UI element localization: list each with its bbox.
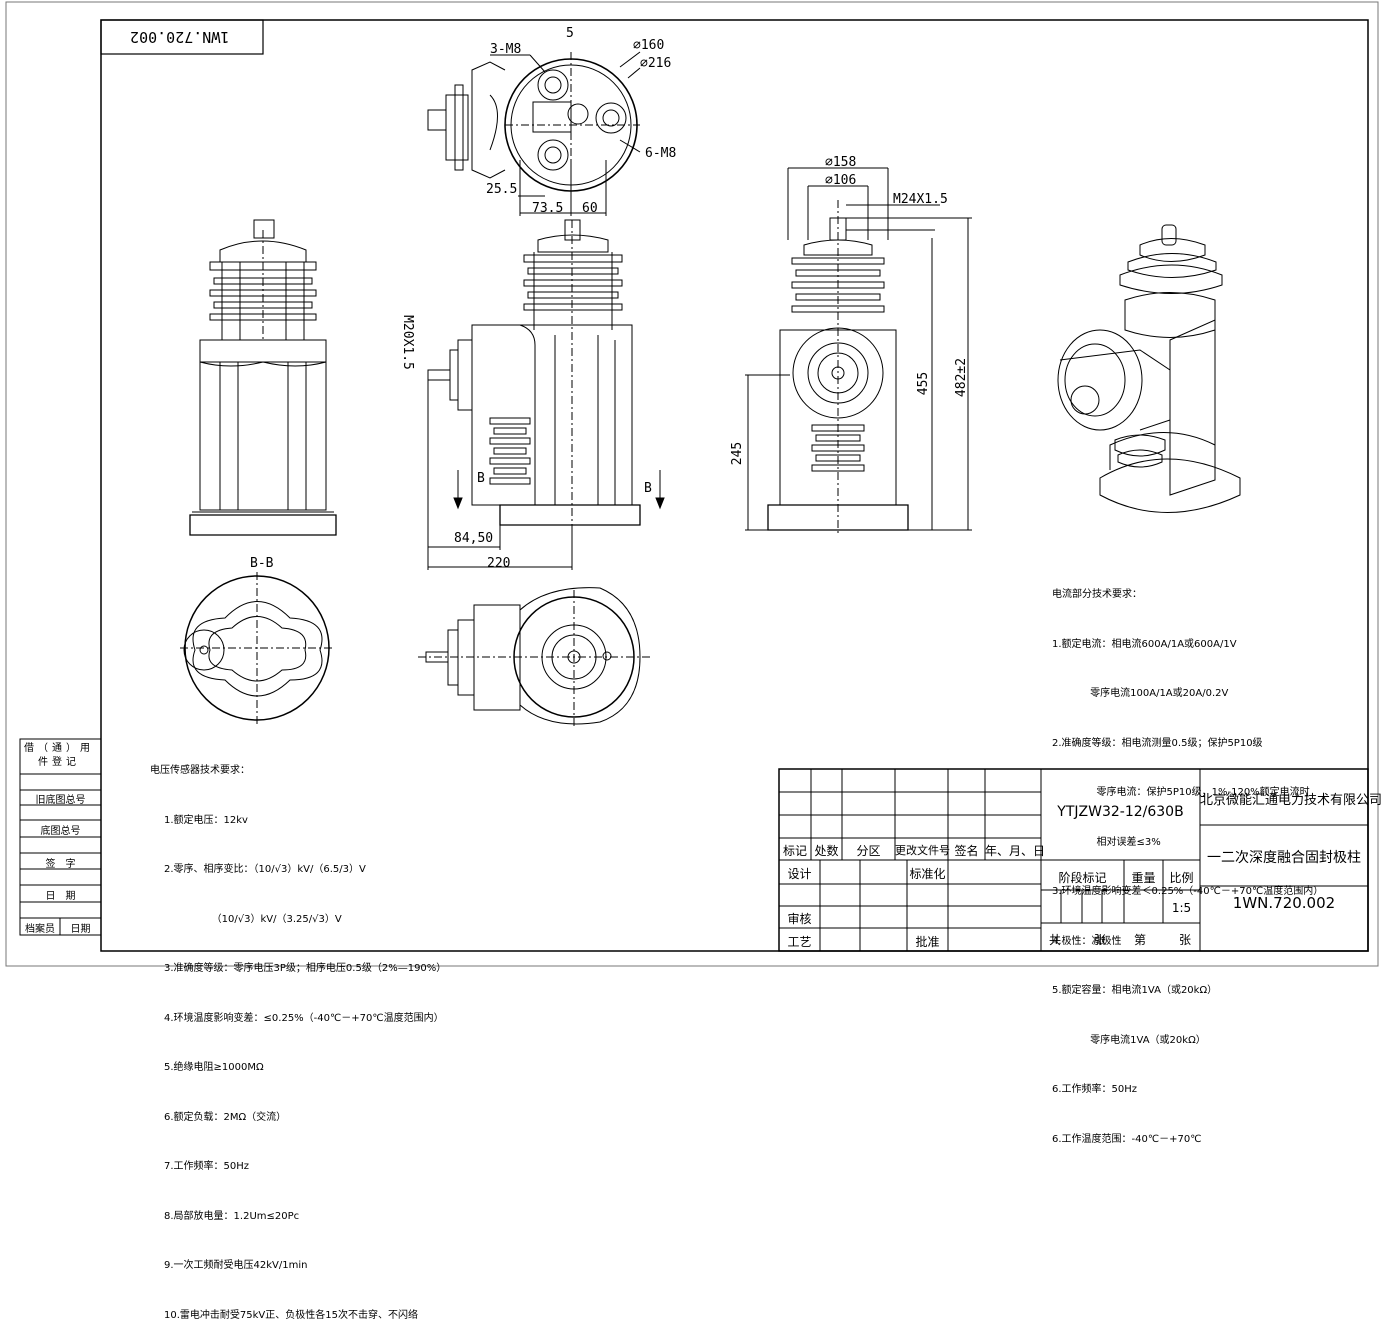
voltage-note: （10/√3）kV/（3.25/√3）V bbox=[164, 913, 342, 925]
stamp-box bbox=[100, 19, 264, 55]
dim-220: 220 bbox=[487, 556, 511, 571]
current-note: 2.准确度等级：相电流测量0.5级；保护5P10级 bbox=[1052, 737, 1263, 749]
section-mark-right: B bbox=[644, 481, 652, 496]
current-note: 3.环境温度影响变差＜0.25%（-40℃－+70℃温度范围内） bbox=[1052, 886, 1324, 897]
drawing-number: 1WN.720.002 bbox=[1232, 894, 1336, 912]
section-mark-left: B bbox=[477, 471, 485, 486]
voltage-note: 7.工作频率：50Hz bbox=[164, 1161, 250, 1172]
voltage-note: 6.额定负载：2MΩ（交流） bbox=[164, 1111, 287, 1123]
stamp-date2: 日期 bbox=[70, 924, 91, 935]
front-view bbox=[189, 219, 337, 536]
label-approve: 批准 bbox=[915, 935, 940, 949]
scale-value: 1:5 bbox=[1171, 901, 1192, 915]
dim-d216: ⌀216 bbox=[640, 56, 672, 71]
label-standardize: 标准化 bbox=[909, 867, 946, 881]
voltage-notes-title: 电压传感器技术要求： bbox=[150, 765, 250, 776]
label-craft: 工艺 bbox=[787, 935, 812, 949]
current-note: 零序电流1VA（或20kΩ） bbox=[1052, 1034, 1206, 1046]
rev-header-sign: 签名 bbox=[954, 844, 979, 858]
dim-482: 482±2 bbox=[954, 357, 970, 398]
isometric-view bbox=[1057, 224, 1241, 513]
title-block bbox=[778, 768, 1369, 952]
current-note: 零序电流：保护5P10级，1%-120%额定电流时 bbox=[1052, 787, 1310, 798]
voltage-notes: 电压传感器技术要求： 1.额定电压：12kv 2.零序、相序变比：（10/√3）… bbox=[150, 730, 446, 1341]
voltage-note: 10.雷电冲击耐受75kV正、负极性各15次不击穿、不闪络 bbox=[164, 1309, 418, 1321]
voltage-note: 9.一次工频耐受电压42kV/1min bbox=[164, 1260, 308, 1271]
dim-5: 5 bbox=[566, 26, 574, 41]
dim-3m8: 3-M8 bbox=[490, 42, 522, 57]
drawing-number-stamp: 1WN.720.002 bbox=[130, 28, 230, 46]
stamp-archivist: 档案员 bbox=[25, 924, 55, 935]
left-stamps bbox=[19, 738, 102, 936]
label-sheet-no: 第 bbox=[1133, 933, 1146, 947]
voltage-note: 2.零序、相序变比：（10/√3）kV/（6.5/3）V bbox=[164, 864, 366, 875]
rev-header-mark: 标记 bbox=[782, 844, 807, 858]
rev-header-date: 年、月、日 bbox=[985, 844, 1046, 858]
drawing-canvas bbox=[5, 1, 1379, 967]
current-note: 相对误差≤3% bbox=[1052, 836, 1161, 848]
end-view bbox=[745, 167, 972, 535]
label-stage-mark: 阶段标记 bbox=[1058, 871, 1107, 885]
rev-header-doc: 更改文件号 bbox=[895, 844, 950, 857]
current-note: 4.极性：减极性 bbox=[1052, 935, 1122, 947]
label-total: 共 bbox=[1048, 933, 1061, 947]
dim-d158: ⌀158 bbox=[825, 155, 857, 170]
voltage-note: 3.准确度等级：零序电压3P级；相序电压0.5级（2%—190%） bbox=[164, 963, 447, 974]
label-weight: 重量 bbox=[1131, 871, 1156, 885]
current-note: 5.额定容量：相电流1VA（或20kΩ） bbox=[1052, 985, 1218, 996]
top-view bbox=[427, 51, 641, 216]
stamp-old-base: 旧底图总号 bbox=[35, 795, 86, 806]
product-name: 一二次深度融合固封极柱 bbox=[1207, 850, 1361, 866]
voltage-note: 8.局部放电量：1.2Um≤20Pc bbox=[164, 1210, 300, 1222]
label-scale: 比例 bbox=[1169, 871, 1194, 885]
voltage-note: 4.环境温度影响变差：≤0.25%（-40℃－+70℃温度范围内） bbox=[164, 1012, 444, 1024]
current-note: 零序电流100A/1A或20A/0.2V bbox=[1052, 688, 1229, 699]
section-bb-title: B-B bbox=[250, 556, 274, 571]
current-notes-title: 电流部分技术要求： bbox=[1052, 589, 1142, 600]
rev-header-zone: 分区 bbox=[856, 844, 881, 858]
label-sheets: 张 bbox=[1093, 933, 1106, 947]
voltage-note: 1.额定电压：12kv bbox=[164, 814, 248, 826]
model-number: YTJZW32-12/630B bbox=[1057, 804, 1184, 820]
current-note: 6.工作频率：50Hz bbox=[1052, 1084, 1138, 1095]
dim-m24: M24X1.5 bbox=[893, 192, 948, 207]
dim-245: 245 bbox=[730, 441, 746, 466]
section-bb bbox=[180, 572, 335, 725]
stamp-base-no: 底图总号 bbox=[40, 826, 81, 837]
rev-header-count: 处数 bbox=[814, 844, 839, 858]
dim-d160: ⌀160 bbox=[633, 38, 665, 53]
stamp-used-with: 借（通）用件登记 bbox=[24, 743, 94, 768]
label-design: 设计 bbox=[787, 867, 812, 881]
side-view bbox=[427, 219, 665, 570]
dim-84-50: 84,50 bbox=[454, 531, 494, 546]
dim-25-5: 25.5 bbox=[486, 182, 518, 197]
inner-frame bbox=[100, 19, 1369, 952]
dim-m20: M20X1.5 bbox=[399, 315, 415, 370]
label-review: 审核 bbox=[787, 912, 812, 926]
stamp-sign: 签 字 bbox=[45, 859, 76, 870]
current-note: 1.额定电流：相电流600A/1A或600A/1V bbox=[1052, 638, 1237, 650]
company-name: 北京微能汇通电力技术有限公司 bbox=[1200, 793, 1383, 808]
dim-60: 60 bbox=[582, 201, 598, 216]
bottom-view bbox=[418, 587, 650, 728]
dim-73-5: 73.5 bbox=[532, 201, 564, 216]
dim-d106: ⌀106 bbox=[825, 173, 857, 188]
current-note: 6.工作温度范围：-40℃－+70℃ bbox=[1052, 1133, 1202, 1145]
voltage-note: 5.绝缘电阻≥1000MΩ bbox=[164, 1062, 264, 1073]
stamp-date: 日 期 bbox=[45, 891, 76, 902]
dim-6m8: 6-M8 bbox=[645, 146, 677, 161]
outer-frame bbox=[5, 1, 1379, 967]
dim-455: 455 bbox=[916, 371, 932, 396]
label-sheets2: 张 bbox=[1178, 933, 1191, 947]
